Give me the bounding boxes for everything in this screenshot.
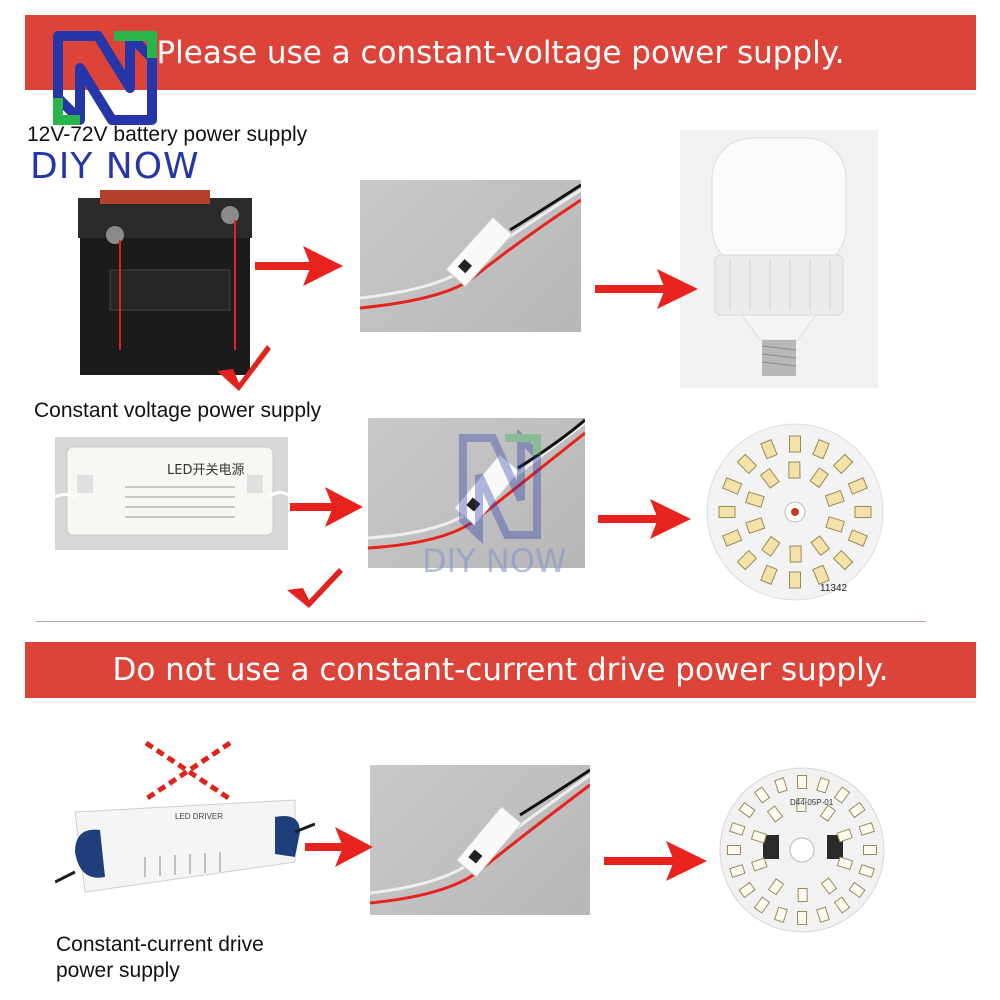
led-chip	[847, 529, 868, 547]
bottom-banner-text: Do not use a constant-current drive powe…	[112, 652, 889, 688]
led-chip	[833, 786, 851, 804]
watermark-logo-icon	[459, 430, 541, 545]
right-arrow-icon	[290, 487, 363, 527]
led-chip	[825, 516, 846, 533]
section-divider	[36, 621, 926, 622]
led-chip	[753, 896, 771, 914]
led-chip	[789, 545, 802, 563]
led-chip	[727, 845, 741, 855]
led-chip	[816, 777, 830, 794]
cross-icon	[144, 740, 232, 802]
led-chip	[751, 857, 768, 872]
battery-photo	[70, 180, 260, 380]
led-chip	[796, 797, 807, 813]
led-board-code-2: D44-05P-01	[790, 798, 834, 807]
led-chip	[797, 775, 807, 789]
constant-current-driver-photo: LED DRIVER	[55, 782, 315, 907]
led-chip	[836, 828, 853, 843]
check-icon	[287, 568, 343, 608]
led-chip	[750, 829, 768, 844]
brand-logo-text: DIY NOW	[30, 146, 200, 187]
led-chip	[858, 864, 875, 878]
driver-cn-label: LED开关电源	[167, 463, 245, 478]
led-chip	[722, 477, 743, 495]
led-chip	[760, 564, 778, 585]
led-board-photo-1: 11342	[700, 415, 890, 610]
led-chip	[744, 491, 765, 508]
top-banner-text: Please use a constant-voltage power supp…	[156, 34, 845, 71]
led-chip	[718, 506, 736, 518]
bottom-banner: Do not use a constant-current drive powe…	[25, 642, 976, 698]
led-driver-label: LED DRIVER	[175, 812, 224, 821]
led-chip	[820, 877, 838, 895]
led-chip	[738, 801, 756, 819]
led-chip	[766, 805, 784, 823]
led-chip	[753, 786, 771, 804]
led-chip	[789, 435, 801, 453]
led-chip	[812, 564, 830, 585]
constant-voltage-label: Constant voltage power supply	[34, 399, 322, 422]
led-chip	[809, 467, 830, 489]
module-photo-3	[370, 765, 590, 915]
led-chip	[789, 571, 801, 589]
constant-voltage-driver-photo: LED开关电源	[55, 437, 288, 550]
right-arrow-icon	[305, 827, 373, 867]
led-board-code-1: 11342	[820, 583, 848, 594]
led-chip	[863, 845, 877, 855]
led-chip	[858, 822, 875, 836]
check-icon	[217, 345, 271, 391]
led-chip	[816, 906, 830, 923]
led-bulb-photo	[680, 130, 878, 388]
led-board-photo-2: D44-05P-01	[715, 765, 890, 935]
watermark-text: DIY NOW	[422, 542, 567, 580]
right-arrow-icon	[255, 246, 343, 286]
led-chip	[810, 535, 831, 557]
led-chip	[788, 461, 801, 479]
right-arrow-icon	[604, 841, 707, 881]
led-chip	[824, 490, 845, 507]
led-chip	[729, 822, 746, 836]
led-chip	[832, 453, 854, 475]
constant-current-label: Constant-current drive power supply	[56, 933, 264, 982]
battery-label: 12V-72V battery power supply	[27, 123, 308, 146]
led-chip	[848, 801, 866, 819]
led-chip	[812, 439, 830, 460]
led-chip	[745, 517, 766, 534]
module-photo-1	[360, 180, 581, 332]
led-chip	[736, 549, 758, 571]
led-chip	[767, 878, 785, 896]
led-chip	[797, 887, 808, 903]
led-chip	[774, 906, 788, 923]
top-banner: Please use a constant-voltage power supp…	[25, 15, 976, 90]
led-chip	[760, 439, 778, 460]
led-chip	[819, 804, 837, 822]
right-arrow-icon	[595, 269, 698, 309]
led-chip	[774, 777, 788, 794]
module-photo-2	[368, 418, 585, 568]
led-chip	[833, 896, 851, 914]
led-chip	[738, 881, 756, 899]
led-chip	[760, 535, 781, 557]
led-chip	[797, 911, 807, 925]
brand-logo-icon	[53, 31, 157, 125]
led-chip	[836, 856, 854, 871]
led-chip	[736, 453, 758, 475]
led-chip	[848, 881, 866, 899]
led-chip	[722, 529, 743, 547]
led-chip	[832, 549, 854, 571]
led-chip	[729, 864, 746, 878]
led-chip	[854, 506, 872, 518]
led-chip	[759, 467, 780, 489]
right-arrow-icon	[598, 499, 691, 539]
led-chip	[847, 477, 868, 495]
